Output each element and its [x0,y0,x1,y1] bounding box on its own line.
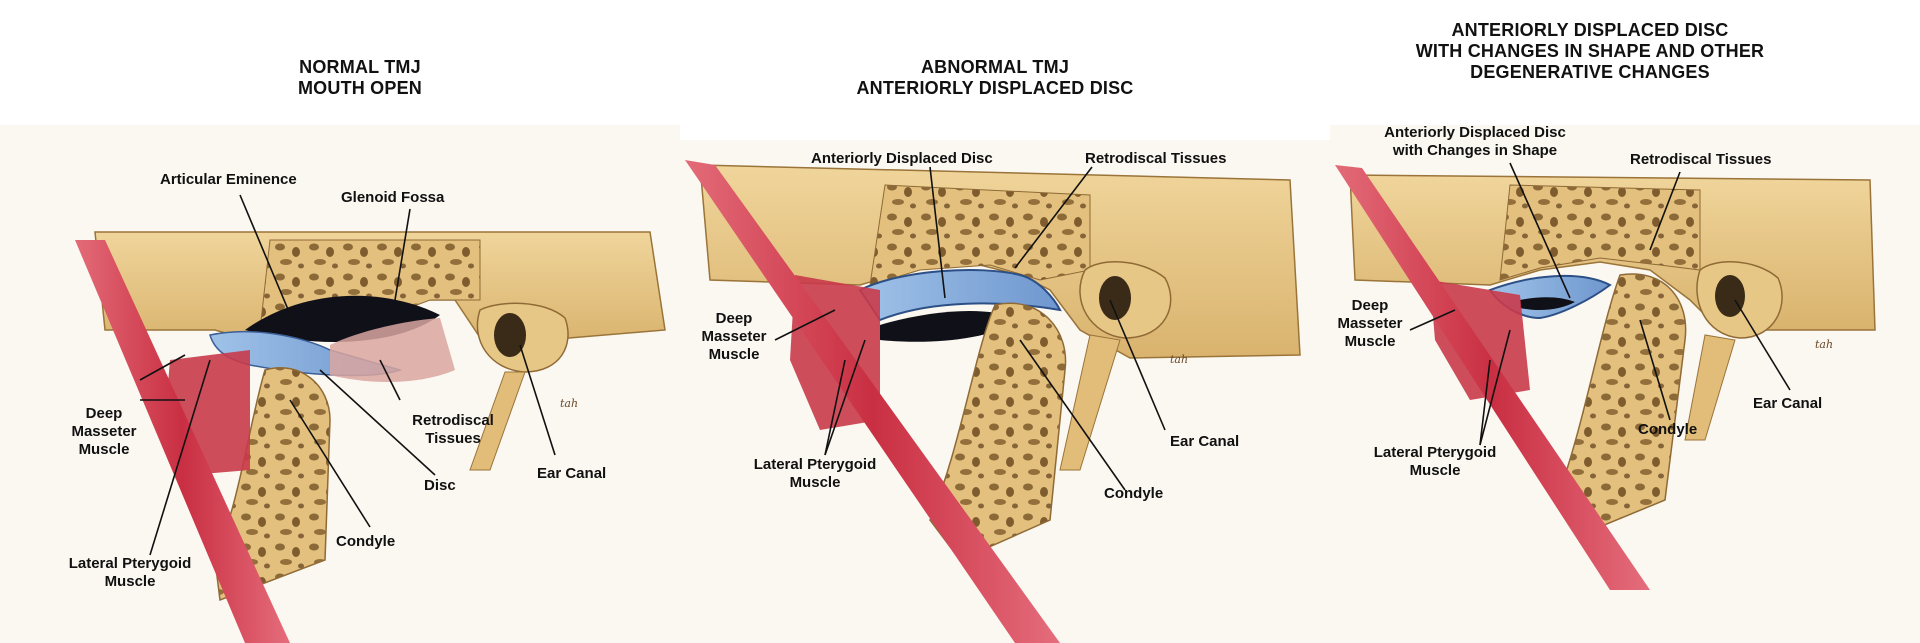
panel-2-title: ABNORMAL TMJ ANTERIORLY DISPLACED DISC [800,57,1190,99]
panel-3-artwork [1330,125,1920,643]
label-line: Muscle [789,474,841,491]
artist-signature: tah [1815,338,1834,351]
label-anteriorly-displaced-disc-with-changes-in-shape: Anteriorly Displaced Disc with Changes i… [1360,124,1590,160]
label-disc: Disc [424,477,456,494]
panel-3-title: ANTERIORLY DISPLACED DISC WITH CHANGES I… [1370,20,1810,83]
panel-1-title: NORMAL TMJ MOUTH OPEN [245,57,475,99]
label-lateral-pterygoid-muscle: Lateral Pterygoid Muscle [740,456,890,492]
label-articular-eminence: Articular Eminence [160,171,297,188]
label-line: Deep [715,310,753,327]
label-line: Anteriorly Displaced Disc [1384,124,1566,141]
label-ear-canal: Ear Canal [537,465,607,482]
label-line: Muscle [1409,462,1461,479]
label-line: Lateral Pterygoid [753,456,877,473]
label-line: Deep [85,405,123,422]
label-ear-canal: Ear Canal [1753,395,1823,412]
artist-signature: tah [1170,353,1189,366]
panel-1-artwork [0,125,680,643]
label-line: Masseter [71,423,137,440]
label-line: Retrodiscal [412,412,494,429]
label-retrodiscal-tissues: Retrodiscal Tissues [1085,150,1227,167]
label-lateral-pterygoid-muscle: Lateral Pterygoid Muscle [55,555,205,591]
artist-signature: tah [560,397,579,410]
label-condyle: Condyle [1638,421,1698,438]
label-lateral-pterygoid-muscle: Lateral Pterygoid Muscle [1360,444,1510,480]
panel-title-line: ANTERIORLY DISPLACED DISC [856,78,1134,98]
label-line: Lateral Pterygoid [68,555,192,572]
label-ear-canal: Ear Canal [1170,433,1240,450]
label-line: Tissues [425,430,481,447]
panel-title-line: ABNORMAL TMJ [920,57,1070,77]
label-line: Muscle [78,441,130,458]
label-line: Masseter [1337,315,1403,332]
label-deep-masseter-muscle: Deep Masseter Muscle [62,405,146,459]
label-deep-masseter-muscle: Deep Masseter Muscle [692,310,776,364]
label-line: with Changes in Shape [1392,142,1558,159]
label-line: Deep [1351,297,1389,314]
label-condyle: Condyle [1104,485,1164,502]
label-condyle: Condyle [336,533,396,550]
panel-title-line: NORMAL TMJ [299,57,421,77]
panel-title-line: MOUTH OPEN [297,78,422,98]
panel-title-line: DEGENERATIVE CHANGES [1470,62,1710,82]
label-deep-masseter-muscle: Deep Masseter Muscle [1328,297,1412,351]
panel-title-line: ANTERIORLY DISPLACED DISC [1451,20,1729,40]
label-line: Muscle [708,346,760,363]
label-line: Muscle [104,573,156,590]
label-glenoid-fossa: Glenoid Fossa [341,189,445,206]
panel-2-artwork [680,140,1330,643]
label-line: Masseter [701,328,767,345]
label-retrodiscal-tissues: Retrodiscal Tissues [1630,151,1772,168]
panel-title-line: WITH CHANGES IN SHAPE AND OTHER [1415,41,1765,61]
label-line: Muscle [1344,333,1396,350]
label-line: Lateral Pterygoid [1373,444,1497,461]
label-anteriorly-displaced-disc: Anteriorly Displaced Disc [811,150,993,167]
label-retrodiscal-tissues: Retrodiscal Tissues [398,412,508,448]
